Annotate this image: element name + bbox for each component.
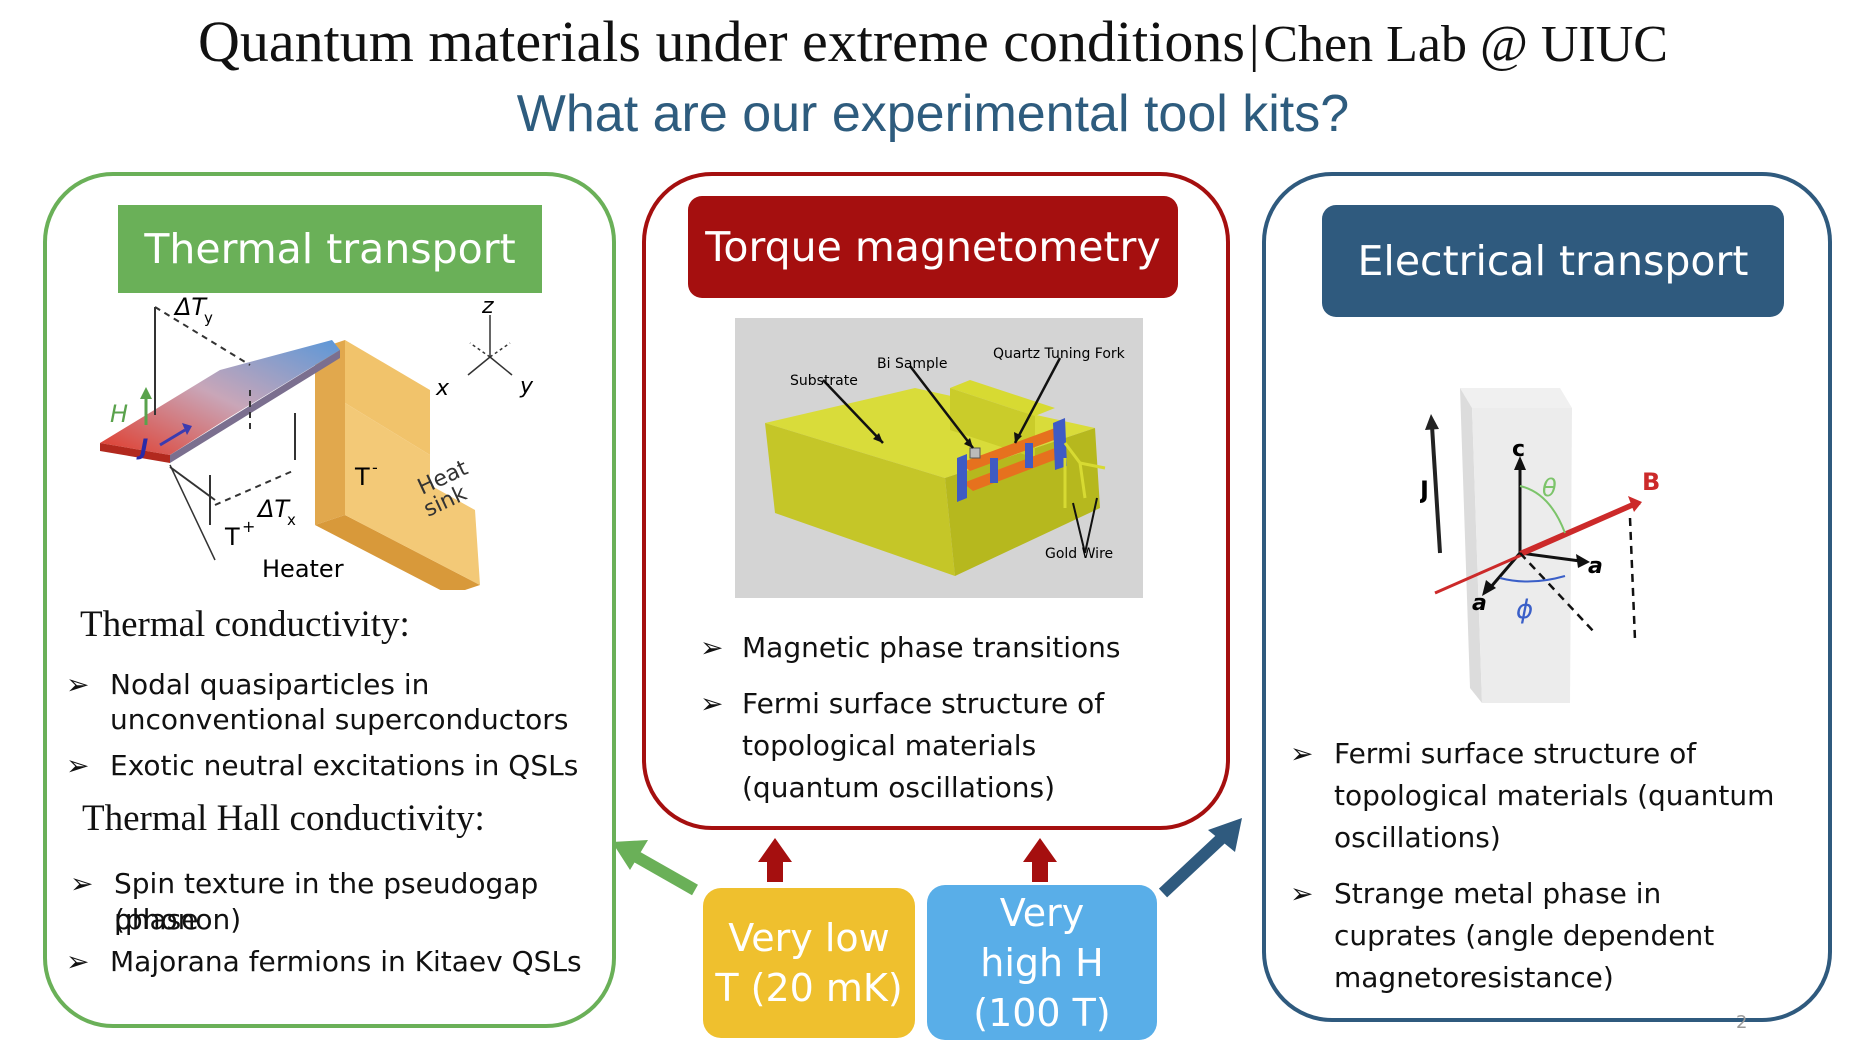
thermal-panel	[43, 172, 616, 1028]
T-minus-sup: -	[372, 458, 378, 477]
T-minus-label: T	[354, 463, 370, 491]
gold-wire-label: Gold Wire	[1045, 546, 1113, 562]
a-axis-label-right: a	[1588, 554, 1603, 579]
blue-arrow-icon	[1158, 818, 1242, 898]
electrical-item-1-line2: topological materials (quantum	[1334, 779, 1775, 812]
J-label: J	[136, 436, 148, 461]
substrate-label: Substrate	[790, 373, 858, 389]
electrical-item-2-line2: cuprates (angle dependent	[1334, 919, 1715, 952]
bullet-arrow-icon: ➢	[66, 668, 90, 701]
thermal-item-1: ➢ Nodal quasiparticles in	[66, 668, 430, 701]
heater-label: Heater	[262, 555, 344, 583]
subtitle: What are our experimental tool kits?	[516, 85, 1350, 143]
axes-icon	[467, 315, 513, 376]
quartz-fork-label: Quartz Tuning Fork	[993, 346, 1126, 362]
page-title: Quantum materials under extreme conditio…	[0, 8, 1866, 75]
bullet-arrow-icon: ➢	[1290, 737, 1314, 770]
thermal-item-2: ➢ Exotic neutral excitations in QSLs	[66, 749, 579, 782]
T-plus-sup: +	[242, 517, 255, 536]
electrical-item-1: ➢ Fermi surface structure of	[1290, 737, 1697, 770]
torque-item-1: ➢ Magnetic phase transitions	[700, 631, 1121, 664]
z-axis-label: z	[481, 295, 494, 319]
phi-label: ϕ	[1516, 595, 1533, 625]
bullet-arrow-icon: ➢	[700, 631, 724, 664]
thermal-hall-item-1: ➢ Spin texture in the pseudogap phase	[70, 867, 539, 936]
bi-sample-label: Bi Sample	[877, 356, 947, 372]
very-high-field-box: Very high H (100 T)	[927, 885, 1157, 1040]
low-temp-line-1: Very low	[728, 916, 890, 960]
thermal-transport-diagram: H J ΔT y ΔT x T - T + Heater Heat sink z…	[100, 295, 534, 590]
high-field-line-2: high H	[980, 940, 1104, 985]
title-separator: |	[1248, 16, 1260, 73]
thermal-header: Thermal transport	[118, 205, 542, 293]
very-low-temperature-box: Very low T (20 mK)	[703, 888, 915, 1038]
torque-diagram: Substrate Bi Sample Quartz Tuning Fork G…	[735, 318, 1143, 598]
thermal-hall-item-1-cont: (phonon)	[114, 903, 242, 936]
J-current-label: J	[1420, 476, 1429, 504]
T-plus-label: T	[224, 523, 240, 551]
green-arrow-icon	[612, 840, 698, 896]
bullet-arrow-icon: ➢	[66, 749, 90, 782]
bullet-arrow-icon: ➢	[66, 945, 90, 978]
x-axis-label: x	[435, 376, 450, 401]
bullet-arrow-icon: ➢	[1290, 877, 1314, 910]
high-field-line-3: (100 T)	[973, 990, 1111, 1035]
electrical-item-2-line3: magnetoresistance)	[1334, 961, 1614, 994]
theta-label: θ	[1542, 474, 1557, 502]
heat-sink-shape	[315, 340, 480, 590]
title-main: Quantum materials under extreme conditio…	[198, 9, 1245, 74]
thermal-hall-item-2: ➢ Majorana fermions in Kitaev QSLs	[66, 945, 582, 978]
bullet-arrow-icon: ➢	[700, 687, 724, 720]
torque-item-2: ➢ Fermi surface structure of	[700, 687, 1105, 720]
sample-bar-shape	[100, 340, 340, 463]
title-lab: Chen Lab @ UIUC	[1263, 16, 1668, 73]
electrical-item-1-line3: oscillations)	[1334, 821, 1501, 854]
a-axis-label-left: a	[1472, 591, 1487, 616]
B-field-label: B	[1642, 468, 1660, 496]
y-axis-label: y	[519, 374, 534, 399]
delta-Tx-label: ΔT	[256, 495, 291, 523]
electrical-header: Electrical transport	[1322, 205, 1784, 317]
torque-item-2-line2: topological materials	[742, 729, 1037, 762]
c-axis-label: c	[1512, 437, 1525, 462]
bullet-arrow-icon: ➢	[70, 867, 94, 900]
torque-header: Torque magnetometry	[688, 196, 1178, 298]
delta-Tx-subscript: x	[287, 511, 296, 529]
H-label: H	[110, 400, 128, 428]
red-arrow-icon-right	[1023, 838, 1057, 882]
electrical-item-2: ➢ Strange metal phase in	[1290, 877, 1662, 910]
low-temp-line-2: T (20 mK)	[715, 966, 903, 1010]
high-field-line-1: Very	[999, 890, 1085, 935]
thermal-conductivity-heading: Thermal conductivity:	[80, 604, 410, 645]
red-arrow-icon-left	[758, 838, 792, 882]
thermal-hall-heading: Thermal Hall conductivity:	[82, 798, 485, 839]
torque-item-2-line3: (quantum oscillations)	[742, 771, 1056, 804]
thermal-item-1-cont: unconventional superconductors	[110, 703, 569, 736]
delta-Ty-subscript: y	[204, 309, 213, 327]
delta-Ty-label: ΔT	[173, 295, 208, 321]
page-number: 2	[1736, 1012, 1748, 1033]
electrical-diagram: J c θ B a a ϕ	[1420, 388, 1660, 703]
